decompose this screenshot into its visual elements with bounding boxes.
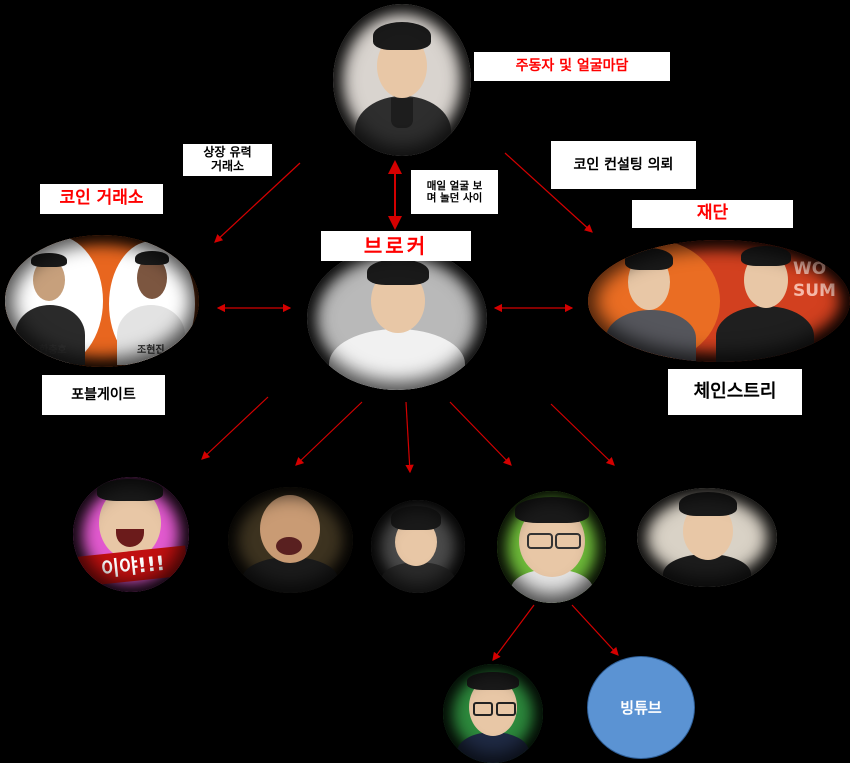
arrow-broker-streamer-3: [405, 401, 414, 474]
streamer-3-photo: [371, 500, 465, 593]
caption-person-1: 한충호: [39, 345, 67, 356]
exchange-people-photo: 한충호 조현진: [5, 235, 199, 367]
arrow-broker-streamer-1: [201, 396, 269, 460]
arrow-streamer4-bing: [571, 604, 619, 656]
foundation-people-photo: WO SUM: [588, 240, 850, 362]
label-coin-consulting: 코인 컨설팅 의뢰: [551, 141, 696, 189]
bottom-person-photo: [443, 664, 543, 763]
bing-youtube-label: 빙튜브: [620, 699, 662, 717]
label-foundation: 재단: [632, 200, 793, 228]
label-daily-face: 매일 얼굴 보 며 놀던 사이: [411, 170, 498, 214]
top-person-photo: [333, 4, 471, 156]
label-forbolgate: 포블게이트: [42, 375, 165, 415]
foundation-banner-text: WO SUM: [793, 259, 836, 301]
streamer-1-photo: 이야!!!: [73, 477, 189, 592]
caption-person-2: 조현진: [137, 345, 165, 356]
arrow-streamer4-person: [492, 604, 535, 661]
arrow-broker-streamer-5: [550, 403, 615, 466]
streamer-2-photo: [228, 487, 353, 593]
streamer-4-photo: [497, 491, 606, 603]
bing-youtube-circle: 빙튜브: [587, 656, 695, 759]
arrow-broker-streamer-2: [295, 401, 363, 466]
label-coin-exchange: 코인 거래소: [40, 184, 163, 214]
label-chainstreet: 체인스트리: [668, 369, 802, 415]
streamer-5-photo: [637, 488, 777, 587]
broker-photo: [307, 247, 487, 390]
label-top-role: 주동자 및 얼굴마담: [474, 52, 670, 81]
arrow-broker-streamer-4: [449, 401, 512, 466]
label-broker: 브로커: [321, 231, 471, 261]
label-listing-exchange: 상장 유력 거래소: [183, 144, 272, 176]
